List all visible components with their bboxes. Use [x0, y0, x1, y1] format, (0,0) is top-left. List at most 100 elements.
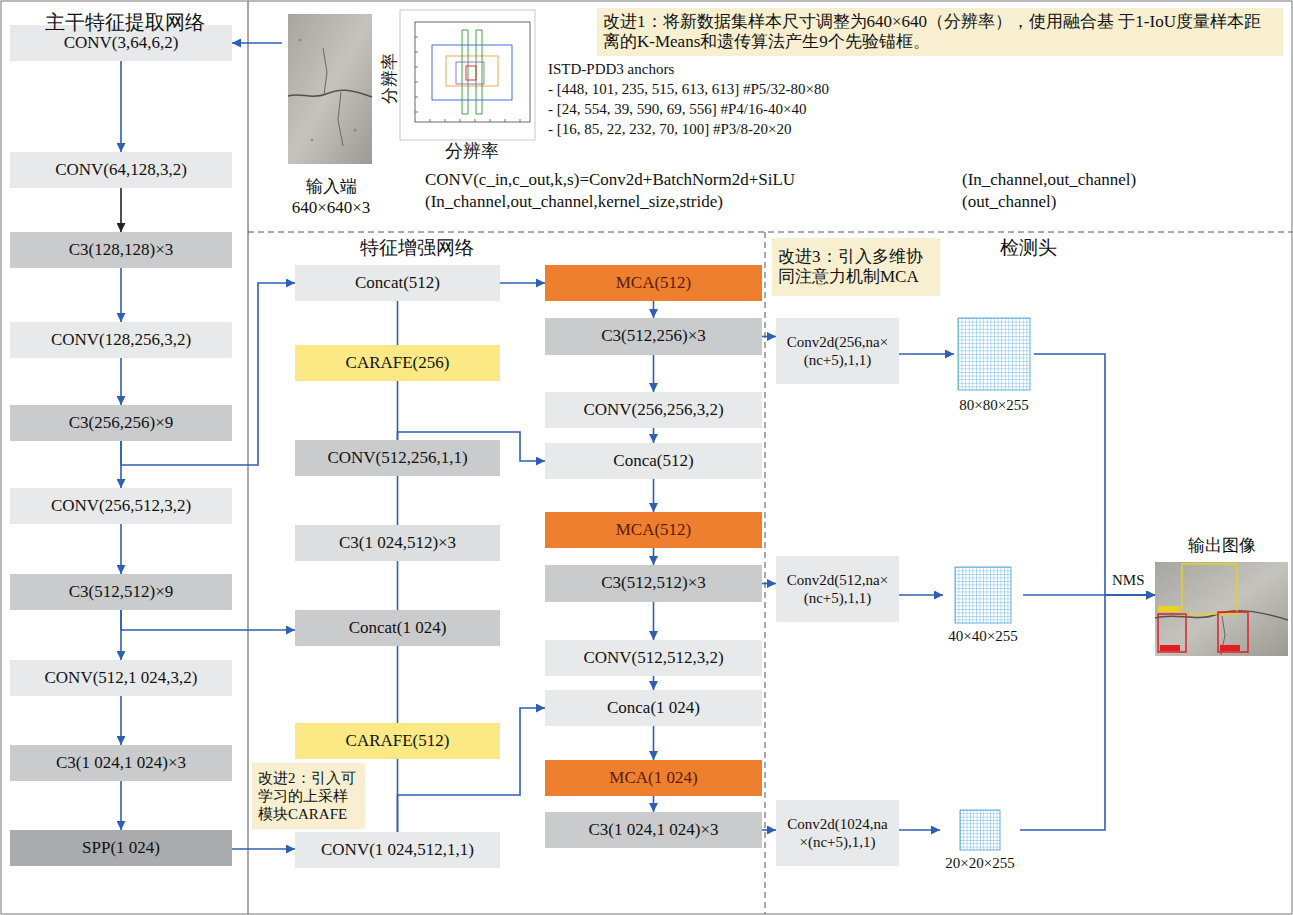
connector: [653, 726, 655, 760]
connector: [762, 829, 776, 831]
feature-map-grid: [955, 567, 1011, 623]
improvement-note: 改进2：引入可 学习的上采样 模块CARAFE: [252, 763, 365, 829]
anchor-size-chart: [400, 10, 535, 140]
output-photo: [1155, 562, 1288, 656]
anchor-size-chart: [466, 66, 476, 80]
connector: [120, 188, 122, 232]
layer-box: Conca(512): [545, 443, 762, 479]
layer-box: SPP(1 024): [10, 830, 232, 866]
box-label: Concat(512): [355, 273, 440, 293]
feature-map-box: 20×20×255: [940, 810, 1020, 874]
layer-box: CONV(64,128,3,2): [10, 152, 232, 188]
input-photo: [299, 39, 302, 42]
grid-size-label: 40×40×255: [948, 627, 1017, 645]
panel-region: 检测头改进3：引入多维协 同注意力机制MCAConv2d(256,na× (nc…: [766, 233, 1291, 913]
panel-region: 主干特征提取网络CONV(3,64,6,2)CONV(64,128,3,2)C3…: [2, 2, 248, 913]
output-photo: [1158, 606, 1180, 612]
connector: [653, 602, 655, 640]
anchor-values: - [24, 554, 39, 590, 69, 556] #P4/16-40×…: [548, 100, 806, 118]
feature-map-grid: [955, 318, 1030, 850]
connector: [397, 646, 399, 723]
connector: [232, 42, 282, 44]
connector: [232, 848, 295, 850]
image-box: 输出图像: [1155, 536, 1288, 656]
anchor-size-chart: [415, 22, 530, 122]
connector: [120, 781, 122, 830]
feature-map-grid: [958, 318, 1030, 390]
anchor-size-chart: [415, 37, 520, 122]
box-label: Conv2d(512,na× (nc+5),1,1): [781, 571, 894, 607]
grid-size-label: 80×80×255: [959, 396, 1028, 414]
panel-heading: 主干特征提取网络: [2, 10, 248, 34]
connector: [120, 358, 122, 405]
connector: [120, 524, 122, 574]
box-label: C3(1 024,1 024)×3: [589, 820, 719, 840]
box-label: CONV(512,1 024,3,2): [45, 668, 198, 688]
input-photo: [311, 139, 313, 141]
anchor-heading: ISTD-PDD3 anchors: [548, 60, 674, 78]
layer-box: MCA(512): [545, 512, 762, 548]
box-label: C3(512,512)×3: [601, 573, 706, 593]
layer-box: C3(1 024,1 024)×3: [545, 812, 762, 848]
box-label: SPP(1 024): [82, 838, 160, 858]
formula-note: (In_channel,out_channel,kernel_size,stri…: [425, 192, 723, 212]
feature-map-grid: [960, 810, 1000, 850]
anchor-size-chart: [432, 45, 512, 100]
connector: [899, 829, 940, 831]
layer-box: C3(1 024,512)×3: [295, 525, 500, 561]
layer-box: CONV(512,1 024,3,2): [10, 660, 232, 696]
connector: [500, 282, 545, 284]
layer-box: Conv2d(1024,na ×(nc+5),1,1): [776, 800, 899, 866]
connector: [762, 583, 776, 585]
box-label: Conv2d(256,na× (nc+5),1,1): [781, 333, 894, 369]
input-photo: [354, 129, 357, 132]
layer-box: CONV(1 024,512,1,1): [295, 832, 500, 868]
layer-box: CARAFE(512): [295, 723, 500, 759]
box-label: C3(128,128)×3: [69, 240, 174, 260]
box-label: Conv2d(1024,na ×(nc+5),1,1): [781, 815, 894, 851]
connector: [653, 548, 655, 565]
connector: [397, 476, 399, 525]
box-label: Conca(512): [613, 451, 693, 471]
box-label: CONV(64,128,3,2): [55, 160, 187, 180]
image-caption: 输出图像: [1188, 536, 1256, 556]
output-photo: [1182, 564, 1237, 614]
feature-map-grid: [960, 810, 1000, 850]
box-label: CONV(512,512,3,2): [583, 648, 723, 668]
box-label: MCA(1 024): [609, 768, 697, 788]
layer-box: C3(128,128)×3: [10, 232, 232, 268]
panel-divider: [248, 232, 1292, 233]
connector: [120, 696, 122, 745]
note-text: 改进3：引入多维协 同注意力机制MCA: [778, 247, 934, 288]
layer-box: Conv2d(512,na× (nc+5),1,1): [776, 556, 899, 622]
connector: [899, 594, 943, 596]
layer-box: CONV(512,256,1,1): [295, 440, 500, 476]
anchor-values: - [16, 85, 22, 232, 70, 100] #P3/8-20×20: [548, 120, 791, 138]
image-caption: 输入端 640×640×3: [282, 177, 380, 218]
axis-title: 分辨率: [445, 141, 499, 163]
connector: [653, 796, 655, 812]
box-label: C3(1 024,512)×3: [339, 533, 456, 553]
box-label: CONV(256,256,3,2): [583, 400, 723, 420]
layer-box: CONV(128,256,3,2): [10, 322, 232, 358]
formula-note: (out_channel): [962, 192, 1056, 212]
layer-box: Conca(1 024): [545, 690, 762, 726]
box-label: CARAFE(256): [346, 353, 450, 373]
feature-map-grid: [958, 318, 1030, 390]
improvement-note: 改进1：将新数据集样本尺寸调整为640×640（分辨率），使用融合基 于1-Io…: [597, 8, 1283, 56]
output-photo: [1218, 612, 1248, 652]
connector-group: [121, 43, 1155, 849]
anchor-size-chart: [446, 56, 498, 86]
box-label: CONV(1 024,512,1,1): [321, 840, 474, 860]
output-photo: [1220, 645, 1240, 651]
connector: [121, 610, 295, 630]
layer-box: MCA(512): [545, 265, 762, 301]
connector: [653, 676, 655, 690]
connector: [397, 381, 399, 440]
input-photo: [338, 92, 343, 146]
box-label: C3(1 024,1 024)×3: [56, 753, 186, 773]
box-label: MCA(512): [616, 520, 692, 540]
layer-box: C3(1 024,1 024)×3: [10, 745, 232, 781]
